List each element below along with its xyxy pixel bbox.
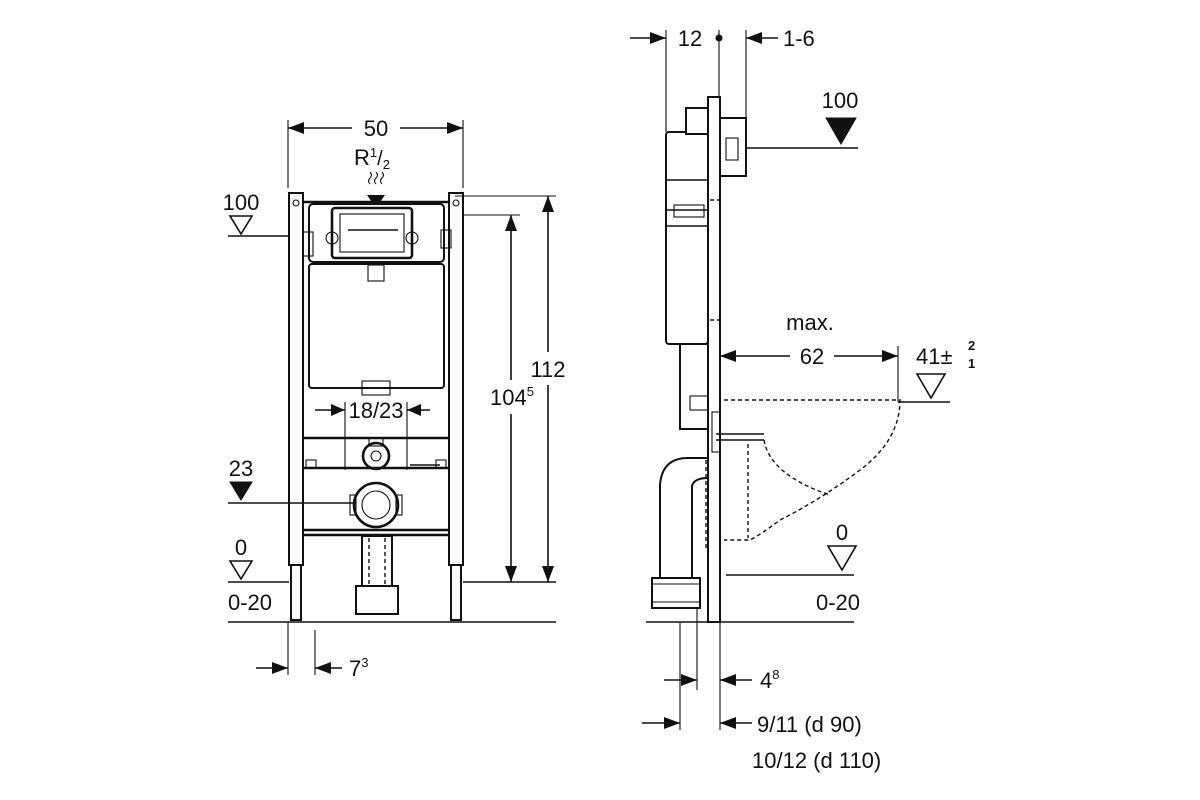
- side-flush-height-marker: 100: [746, 88, 859, 149]
- floor-range-label: 0-20: [228, 590, 272, 615]
- pipe-d110-label: 10/12 (d 110): [752, 748, 881, 773]
- level-marker-icon: [228, 560, 254, 581]
- foot-offset-dimension: 73: [256, 622, 368, 681]
- projection-dimension: max. 62: [720, 310, 899, 402]
- flush-height-marker: 100: [223, 190, 289, 237]
- depth-dimension: 12 1-6: [630, 26, 815, 132]
- wc-bowl-outline: [724, 399, 901, 541]
- floor-label: 0: [235, 535, 247, 560]
- pipe-d90-label: 9/11 (d 90): [757, 712, 862, 737]
- depth-label: 12: [678, 26, 702, 51]
- height-total-dimension: 112: [530, 196, 566, 582]
- frame: [288, 192, 464, 621]
- height-total-label: 112: [530, 357, 565, 382]
- height-inner-label: 1045: [490, 384, 534, 410]
- pipe-offset-dimension: 48: [664, 608, 779, 730]
- side-frame: [651, 96, 764, 623]
- level-marker-icon: [229, 481, 253, 501]
- level-marker-icon: [826, 545, 858, 572]
- flush-height-label: 100: [223, 190, 260, 215]
- thread-label: R1/2: [354, 145, 390, 172]
- height-inner-dimension: 1045: [490, 215, 534, 582]
- width-label: 50: [364, 116, 388, 141]
- bowl-height-label: 41±: [916, 344, 953, 369]
- side-flush-height-label: 100: [822, 88, 859, 113]
- max-label: max.: [786, 310, 834, 335]
- front-view: 50 R1/2: [223, 116, 566, 681]
- floor-marker: 0 0-20: [228, 535, 556, 623]
- drain-height-label: 23: [229, 456, 253, 481]
- side-view: 12 1-6: [630, 26, 975, 773]
- side-floor-marker: 0 0-20: [646, 520, 860, 623]
- bowl-height-tol-minus: 1: [968, 356, 975, 371]
- pipe-diameter-dimension: 9/11 (d 90) 10/12 (d 110): [642, 622, 881, 773]
- connector-spacing-dimension: 18/23: [315, 398, 430, 470]
- wall-gap-label: 1-6: [783, 26, 815, 51]
- pipe-offset-label: 48: [760, 667, 779, 693]
- level-marker-icon: [825, 117, 857, 146]
- side-floor-range-label: 0-20: [816, 590, 860, 615]
- connector-spacing-label: 18/23: [348, 398, 403, 423]
- level-marker-icon: [915, 373, 947, 400]
- foot-offset-label: 73: [349, 655, 368, 681]
- width-dimension: 50: [287, 116, 464, 188]
- drain-height-marker: 23: [228, 456, 354, 504]
- level-marker-icon: [228, 215, 254, 236]
- bowl-height-marker: 41± 2 1: [898, 338, 975, 403]
- bowl-height-tol-plus: 2: [968, 338, 975, 353]
- projection-label: 62: [800, 344, 824, 369]
- water-supply: R1/2: [354, 145, 390, 208]
- side-floor-label: 0: [836, 520, 848, 545]
